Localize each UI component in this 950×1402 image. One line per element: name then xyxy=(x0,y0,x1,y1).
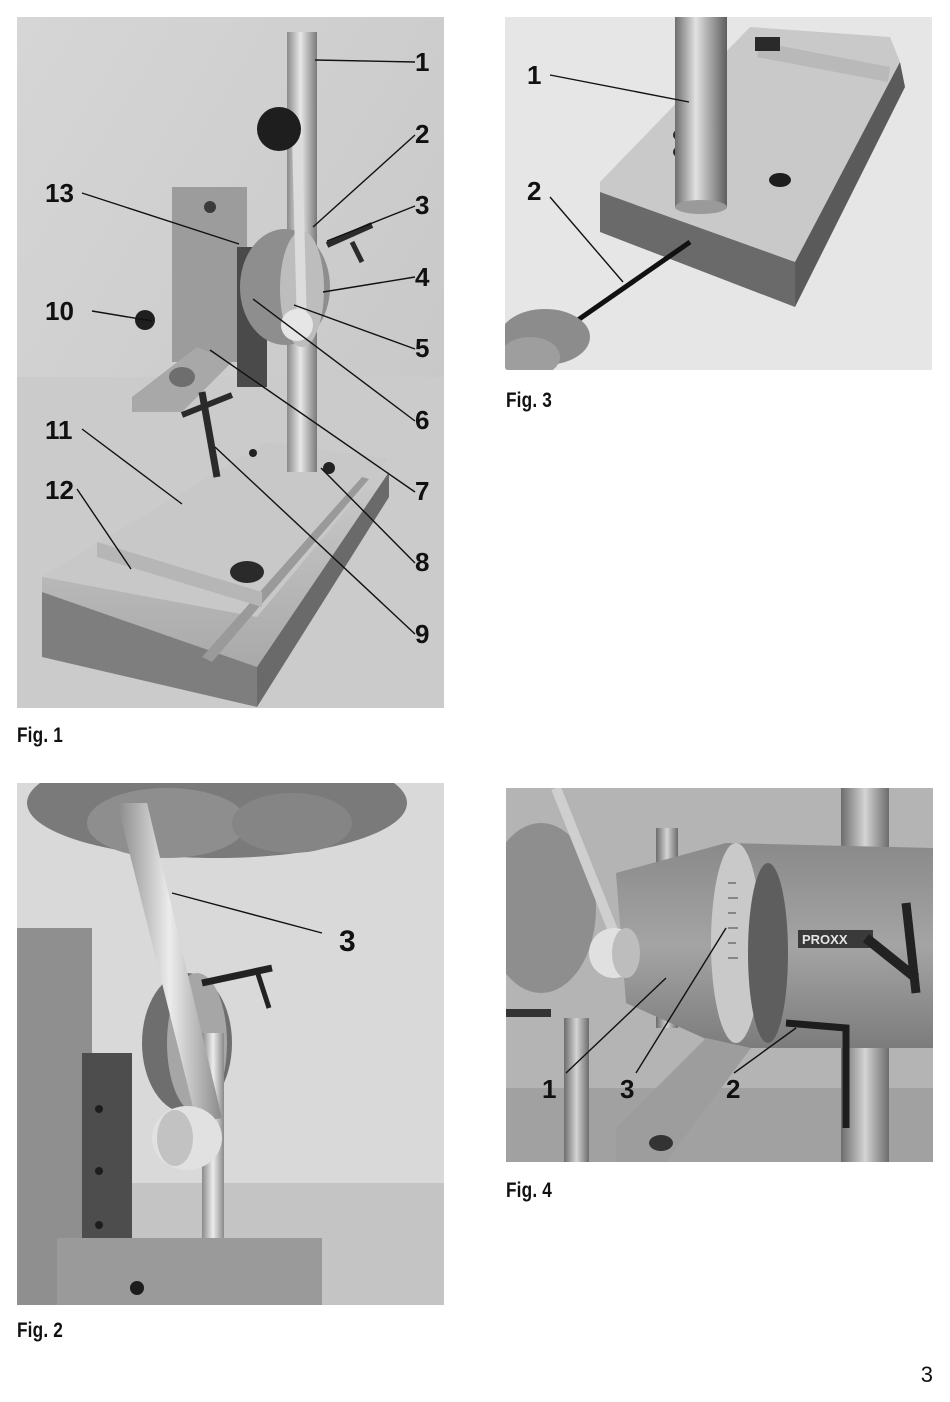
base-plate-illustration: 1 2 xyxy=(505,17,932,370)
fig4-callout-2: 2 xyxy=(726,1074,740,1104)
figure-3-photo: 1 2 xyxy=(505,17,932,370)
fig1-callout-4: 4 xyxy=(415,262,430,292)
figure-1-photo: 1 2 3 4 5 6 7 8 9 10 11 12 13 xyxy=(17,17,444,708)
fig4-callout-1: 1 xyxy=(542,1074,556,1104)
fig1-callout-3: 3 xyxy=(415,190,429,220)
fig1-callout-7: 7 xyxy=(415,476,429,506)
fig1-callout-9: 9 xyxy=(415,619,429,649)
fig1-callout-11: 11 xyxy=(45,415,73,445)
fig1-callout-10: 10 xyxy=(45,296,74,326)
fig1-callout-1: 1 xyxy=(415,47,429,77)
fig1-callout-6: 6 xyxy=(415,405,429,435)
figure-2-photo: 3 xyxy=(17,783,444,1305)
figure-2-caption: Fig. 2 xyxy=(17,1319,63,1343)
fig3-callout-1: 1 xyxy=(527,60,541,90)
figure-3-caption: Fig. 3 xyxy=(506,389,552,413)
fig2-callout-3: 3 xyxy=(339,925,356,958)
lever-closeup-illustration: 3 xyxy=(17,783,444,1305)
drill-stand-illustration: 1 2 3 4 5 6 7 8 9 10 11 12 13 xyxy=(17,17,444,708)
fig1-callout-2: 2 xyxy=(415,119,429,149)
fig1-callout-13: 13 xyxy=(45,178,74,208)
page-number: 3 xyxy=(921,1362,933,1388)
fig1-callout-5: 5 xyxy=(415,333,429,363)
fig3-callout-2: 2 xyxy=(527,176,541,206)
figure-4-photo: PROXX 1 3 2 xyxy=(506,788,933,1162)
motor-mount-illustration: PROXX 1 3 2 xyxy=(506,788,933,1162)
fig4-brand-label: PROXX xyxy=(802,932,848,947)
figure-4-caption: Fig. 4 xyxy=(506,1179,552,1203)
fig4-callout-3: 3 xyxy=(620,1074,634,1104)
fig1-callout-8: 8 xyxy=(415,547,429,577)
figure-1-caption: Fig. 1 xyxy=(17,724,63,748)
fig1-callout-12: 12 xyxy=(45,475,74,505)
